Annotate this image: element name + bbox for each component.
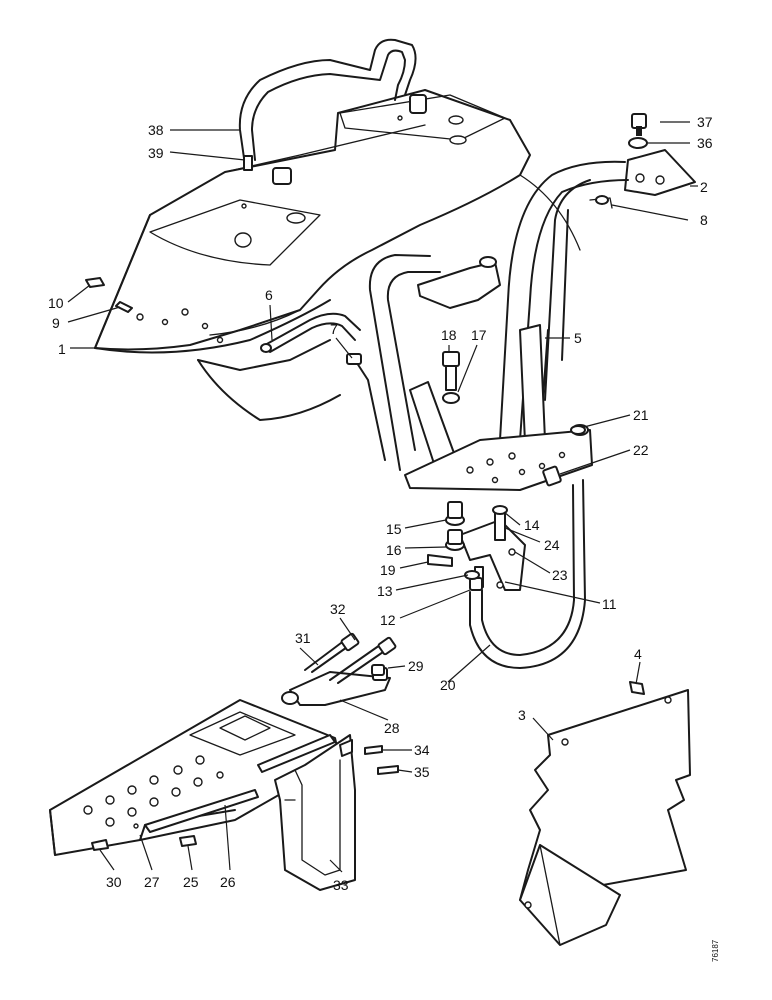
callout-label: 39 bbox=[148, 145, 164, 161]
side-panel bbox=[519, 681, 691, 946]
callout-label: 24 bbox=[544, 537, 560, 553]
loop-hose bbox=[469, 479, 586, 669]
callout-label: 14 bbox=[524, 517, 540, 533]
grab-handle bbox=[238, 38, 427, 185]
callout-label: 10 bbox=[48, 295, 64, 311]
drawing-reference: 76187 bbox=[711, 939, 720, 962]
callout-label: 3 bbox=[518, 707, 526, 723]
callout-label: 17 bbox=[471, 327, 487, 343]
callout-label: 15 bbox=[386, 521, 402, 537]
callout-label: 31 bbox=[295, 630, 311, 646]
callout-label: 8 bbox=[700, 212, 708, 228]
callout-label: 6 bbox=[265, 287, 273, 303]
callout-label: 33 bbox=[333, 877, 349, 893]
callout-label: 9 bbox=[52, 315, 60, 331]
callout-label: 19 bbox=[380, 562, 396, 578]
base-plate bbox=[404, 424, 593, 491]
bracket-plate bbox=[624, 113, 696, 196]
fender-pipes bbox=[85, 277, 386, 461]
callout-label: 16 bbox=[386, 542, 402, 558]
callout-label: 22 bbox=[633, 442, 649, 458]
callout-label: 1 bbox=[58, 341, 66, 357]
callout-label: 21 bbox=[633, 407, 649, 423]
callout-label: 25 bbox=[183, 874, 199, 890]
callout-label: 29 bbox=[408, 658, 424, 674]
callout-label: 35 bbox=[414, 764, 430, 780]
fender-assembly bbox=[94, 89, 581, 421]
callout-label: 12 bbox=[380, 612, 396, 628]
callout-label: 20 bbox=[440, 677, 456, 693]
mounting-hardware bbox=[427, 351, 586, 591]
callout-label: 5 bbox=[574, 330, 582, 346]
callout-label: 38 bbox=[148, 122, 164, 138]
callout-label: 28 bbox=[384, 720, 400, 736]
leader-lines bbox=[67, 121, 698, 873]
callout-label: 18 bbox=[441, 327, 457, 343]
callout-label: 30 bbox=[106, 874, 122, 890]
footrest-bracket bbox=[91, 734, 399, 891]
callout-label: 13 bbox=[377, 583, 393, 599]
callout-label: 27 bbox=[144, 874, 160, 890]
callout-label: 23 bbox=[552, 567, 568, 583]
callout-label: 11 bbox=[602, 596, 617, 612]
callout-label: 32 bbox=[330, 601, 346, 617]
lower-bracket bbox=[281, 632, 397, 706]
callout-label: 37 bbox=[697, 114, 713, 130]
floor-plate bbox=[49, 699, 341, 856]
callout-label: 4 bbox=[634, 646, 642, 662]
frame-tubes bbox=[368, 160, 629, 483]
callout-label: 7 bbox=[330, 321, 338, 337]
callout-label: 34 bbox=[414, 742, 430, 758]
callout-label: 26 bbox=[220, 874, 236, 890]
callout-label: 36 bbox=[697, 135, 713, 151]
callout-labels: 38 39 37 36 2 8 10 9 1 6 7 18 17 5 21 22… bbox=[48, 114, 713, 893]
callout-label: 2 bbox=[700, 179, 708, 195]
